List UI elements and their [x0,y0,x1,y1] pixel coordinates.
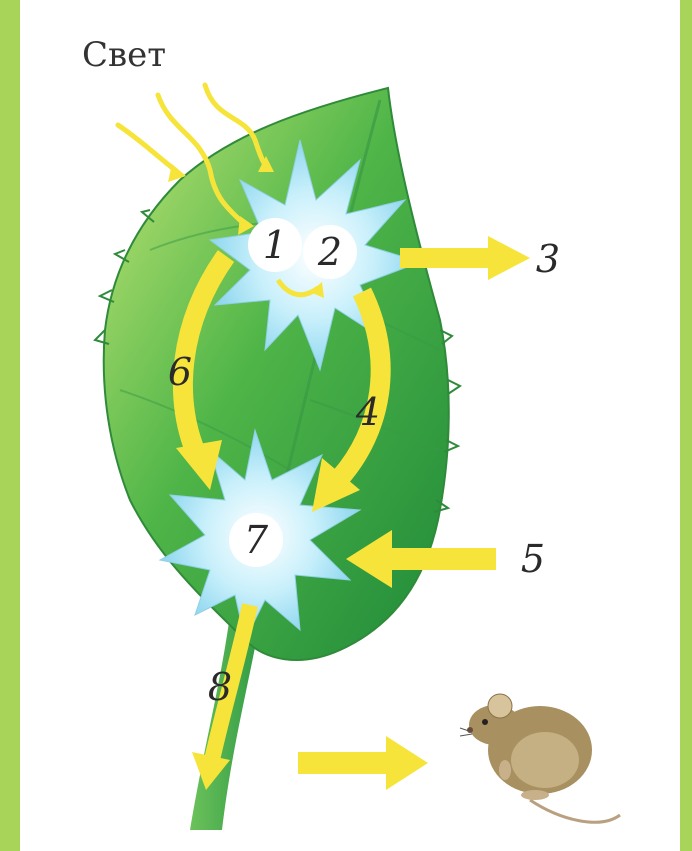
label-4: 4 [355,390,380,434]
mouse-foot [521,790,549,800]
label-6: 6 [168,350,192,394]
label-1: 1 [263,223,287,267]
mouse-belly [511,732,579,788]
arrow-shaft [390,548,496,570]
arrow-shaft [298,752,388,774]
arrow-shaft [400,248,490,268]
mouse-nose [467,727,473,733]
mouse-paw [499,760,511,780]
label-3: 3 [536,237,560,281]
mouse-eye [482,719,488,725]
title-light: Свет [82,35,166,75]
label-2: 2 [317,230,342,274]
label-8: 8 [208,665,232,709]
label-5: 5 [521,537,545,581]
mouse-ear [488,694,512,718]
label-7: 7 [244,518,269,562]
